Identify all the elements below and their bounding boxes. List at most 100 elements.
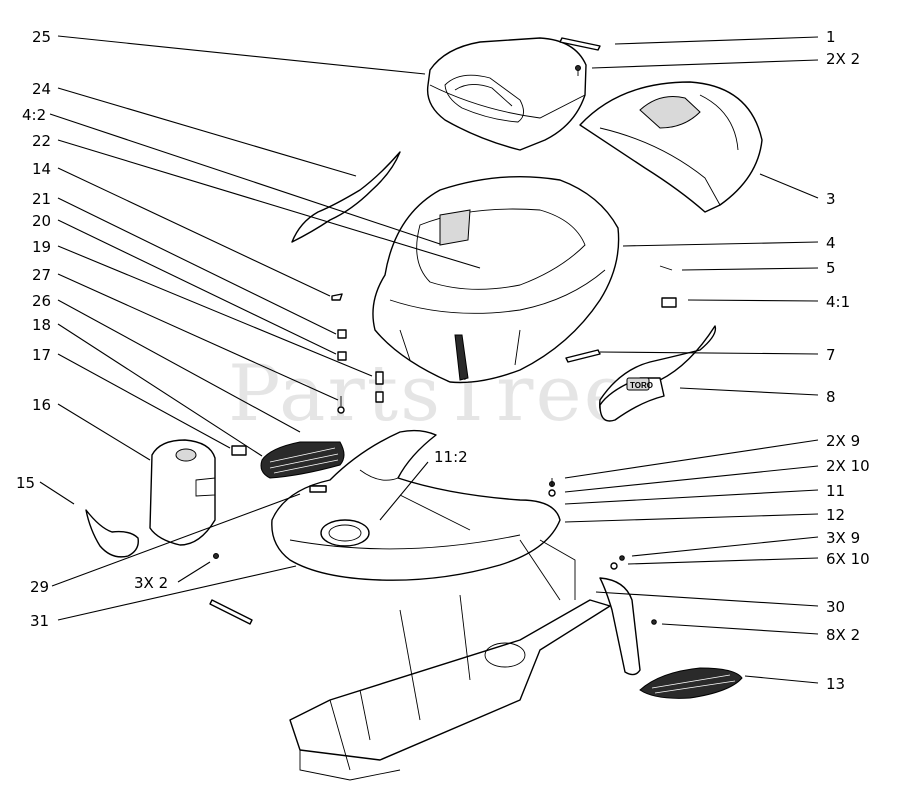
callout-7[interactable]: 7: [826, 346, 836, 364]
leader-26: [57, 299, 301, 433]
callout-5[interactable]: 5: [826, 259, 836, 277]
callout-25[interactable]: 25: [32, 28, 51, 46]
callout-26[interactable]: 26: [32, 292, 51, 310]
callout-3x9[interactable]: 3X 9: [826, 529, 860, 547]
leader-21: [57, 197, 337, 335]
leader-8x2: [661, 623, 819, 635]
leader-8: [679, 387, 819, 396]
callout-30[interactable]: 30: [826, 598, 845, 616]
leader-19: [57, 245, 373, 377]
leader-17: [57, 353, 231, 449]
callout-1[interactable]: 1: [826, 28, 836, 46]
callout-18[interactable]: 18: [32, 316, 51, 334]
part-5-clip[interactable]: [659, 265, 673, 271]
leader-22: [57, 139, 481, 269]
part-24-fender-strip[interactable]: [291, 151, 401, 243]
callout-2x2[interactable]: 2X 2: [826, 50, 860, 68]
callout-24[interactable]: 24: [32, 80, 51, 98]
part-30-rear-panel[interactable]: [599, 577, 641, 676]
callout-11-2[interactable]: 11:2: [434, 448, 468, 466]
leader-2x2: [591, 59, 819, 69]
callout-2x9[interactable]: 2X 9: [826, 432, 860, 450]
callout-4-2[interactable]: 4:2: [22, 106, 46, 124]
leader-18: [57, 323, 263, 457]
leader-1: [614, 36, 819, 45]
callout-19[interactable]: 19: [32, 238, 51, 256]
callout-20[interactable]: 20: [32, 212, 51, 230]
part-3x2-screw[interactable]: [213, 553, 219, 559]
leader-25: [57, 35, 426, 75]
callout-2x10[interactable]: 2X 10: [826, 457, 870, 475]
leader-6x10: [627, 557, 819, 565]
callout-15[interactable]: 15: [16, 474, 35, 492]
callout-12[interactable]: 12: [826, 506, 845, 524]
callout-4-1[interactable]: 4:1: [826, 293, 850, 311]
leader-30: [595, 591, 819, 607]
part-3x9-screw[interactable]: [619, 555, 625, 561]
part-13-floor-mat[interactable]: [639, 667, 743, 699]
leader-5: [681, 267, 819, 271]
callout-21[interactable]: 21: [32, 190, 51, 208]
callout-17[interactable]: 17: [32, 346, 51, 364]
callout-11[interactable]: 11: [826, 482, 845, 500]
part-4-1-decal[interactable]: [661, 297, 677, 308]
part-10-washer[interactable]: [548, 489, 556, 497]
leader-4: [622, 241, 819, 247]
part-16-fuel-tank[interactable]: [149, 439, 216, 546]
part-3-hood-panel[interactable]: [579, 81, 763, 213]
part-7-strip[interactable]: [565, 349, 601, 363]
part-20-small-decal[interactable]: [337, 351, 347, 361]
leader-13: [744, 675, 819, 684]
callout-8x2[interactable]: 8X 2: [826, 626, 860, 644]
part-4-hood-body[interactable]: [372, 175, 620, 384]
callout-16[interactable]: 16: [32, 396, 51, 414]
leader-3: [759, 173, 819, 199]
part-17-tag[interactable]: [231, 445, 247, 456]
leader-11: [564, 489, 819, 505]
leader-4-1: [687, 299, 819, 302]
leader-7: [599, 351, 819, 355]
leader-20: [57, 219, 337, 355]
leader-27: [57, 273, 339, 401]
leader-31: [57, 565, 297, 621]
toro-decal-text: TORO: [630, 381, 653, 390]
callout-4[interactable]: 4: [826, 234, 836, 252]
callout-14[interactable]: 14: [32, 160, 51, 178]
callout-3[interactable]: 3: [826, 190, 836, 208]
callout-6x10[interactable]: 6X 10: [826, 550, 870, 568]
leader-14: [57, 167, 331, 297]
part-2-screw[interactable]: [575, 65, 581, 77]
part-21-small-decal[interactable]: [337, 329, 347, 339]
leader-16: [57, 403, 151, 461]
part-25-seat-cover[interactable]: [426, 37, 587, 151]
callout-31[interactable]: 31: [30, 612, 49, 630]
part-29-decal[interactable]: [309, 485, 327, 493]
part-1-strip[interactable]: [559, 37, 601, 51]
callout-13[interactable]: 13: [826, 675, 845, 693]
part-19-decal[interactable]: [375, 371, 384, 403]
leader-3x9: [631, 536, 819, 557]
leader-11-2: [379, 461, 429, 521]
part-9-screw[interactable]: [549, 478, 555, 487]
part-27-fastener[interactable]: [337, 396, 345, 414]
leader-2x10: [564, 465, 819, 493]
part-8x2-screw[interactable]: [651, 619, 657, 625]
part-14-small-decal[interactable]: [331, 293, 343, 301]
callout-29[interactable]: 29: [30, 578, 49, 596]
part-6x10-washer[interactable]: [610, 562, 618, 570]
callout-3x2[interactable]: 3X 2: [134, 574, 168, 592]
part-31-strip[interactable]: [209, 599, 253, 625]
leader-24: [57, 87, 357, 177]
part-8-side-panel[interactable]: TORO: [599, 325, 717, 422]
leader-15: [39, 481, 75, 505]
part-18-floor-mat[interactable]: [260, 441, 345, 479]
part-15-hose[interactable]: [85, 509, 139, 558]
part-11-footrest-body[interactable]: [271, 429, 561, 581]
leader-3x2: [177, 561, 211, 583]
callout-22[interactable]: 22: [32, 132, 51, 150]
callout-27[interactable]: 27: [32, 266, 51, 284]
leader-12: [564, 513, 819, 523]
callout-8[interactable]: 8: [826, 388, 836, 406]
